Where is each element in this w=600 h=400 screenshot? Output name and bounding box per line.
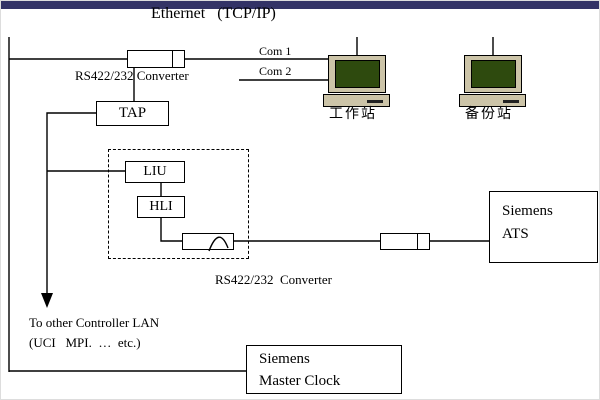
backup-drive-slot bbox=[503, 100, 519, 103]
workstation-drive-slot bbox=[367, 100, 383, 103]
hli-label: HLI bbox=[149, 199, 173, 214]
controller-lan-note-line1: To other Controller LAN bbox=[29, 315, 160, 330]
workstation-case bbox=[323, 94, 390, 107]
siemens-ats-box: Siemens ATS bbox=[489, 191, 598, 263]
master-clock-line2: Master Clock bbox=[259, 372, 341, 389]
diagram-title: Ethernet (TCP/IP) bbox=[151, 5, 276, 22]
liu-label: LIU bbox=[143, 164, 167, 179]
workstation-monitor bbox=[328, 55, 386, 93]
converter-divider bbox=[417, 234, 418, 249]
rs422-converter-top-box bbox=[127, 50, 185, 68]
converter-divider bbox=[172, 51, 173, 67]
siemens-master-clock-box: Siemens Master Clock bbox=[246, 345, 402, 394]
workstation-label: 工作站 bbox=[329, 107, 377, 122]
hli-box: HLI bbox=[137, 196, 185, 218]
backup-screen bbox=[471, 60, 516, 88]
com2-label: Com 2 bbox=[259, 64, 292, 78]
workstation-screen bbox=[335, 60, 380, 88]
rs422-converter-top-label: RS422/232 Converter bbox=[75, 68, 189, 83]
backup-monitor bbox=[464, 55, 522, 93]
com1-label: Com 1 bbox=[259, 44, 292, 58]
ethernet-bus-bottom bbox=[1, 1, 445, 9]
backup-station-label: 备份站 bbox=[465, 107, 513, 122]
tap-label: TAP bbox=[118, 105, 147, 121]
siemens-ats-line2: ATS bbox=[502, 226, 529, 243]
line-coupler-box bbox=[380, 233, 430, 250]
controller-lan-note-line2: (UCI MPI. … etc.) bbox=[29, 335, 141, 350]
down-arrowhead bbox=[41, 293, 53, 308]
rs422-converter-mid-label: RS422/232 Converter bbox=[215, 272, 332, 287]
master-clock-line1: Siemens bbox=[259, 351, 310, 367]
wire-tap-to-arrow bbox=[46, 112, 96, 294]
liu-box: LIU bbox=[125, 161, 185, 183]
backup-case bbox=[459, 94, 526, 107]
siemens-ats-line1: Siemens bbox=[502, 203, 553, 219]
controller-dashed-group bbox=[108, 149, 249, 259]
tap-box: TAP bbox=[96, 101, 169, 126]
rs422-converter-mid-box bbox=[182, 233, 234, 250]
